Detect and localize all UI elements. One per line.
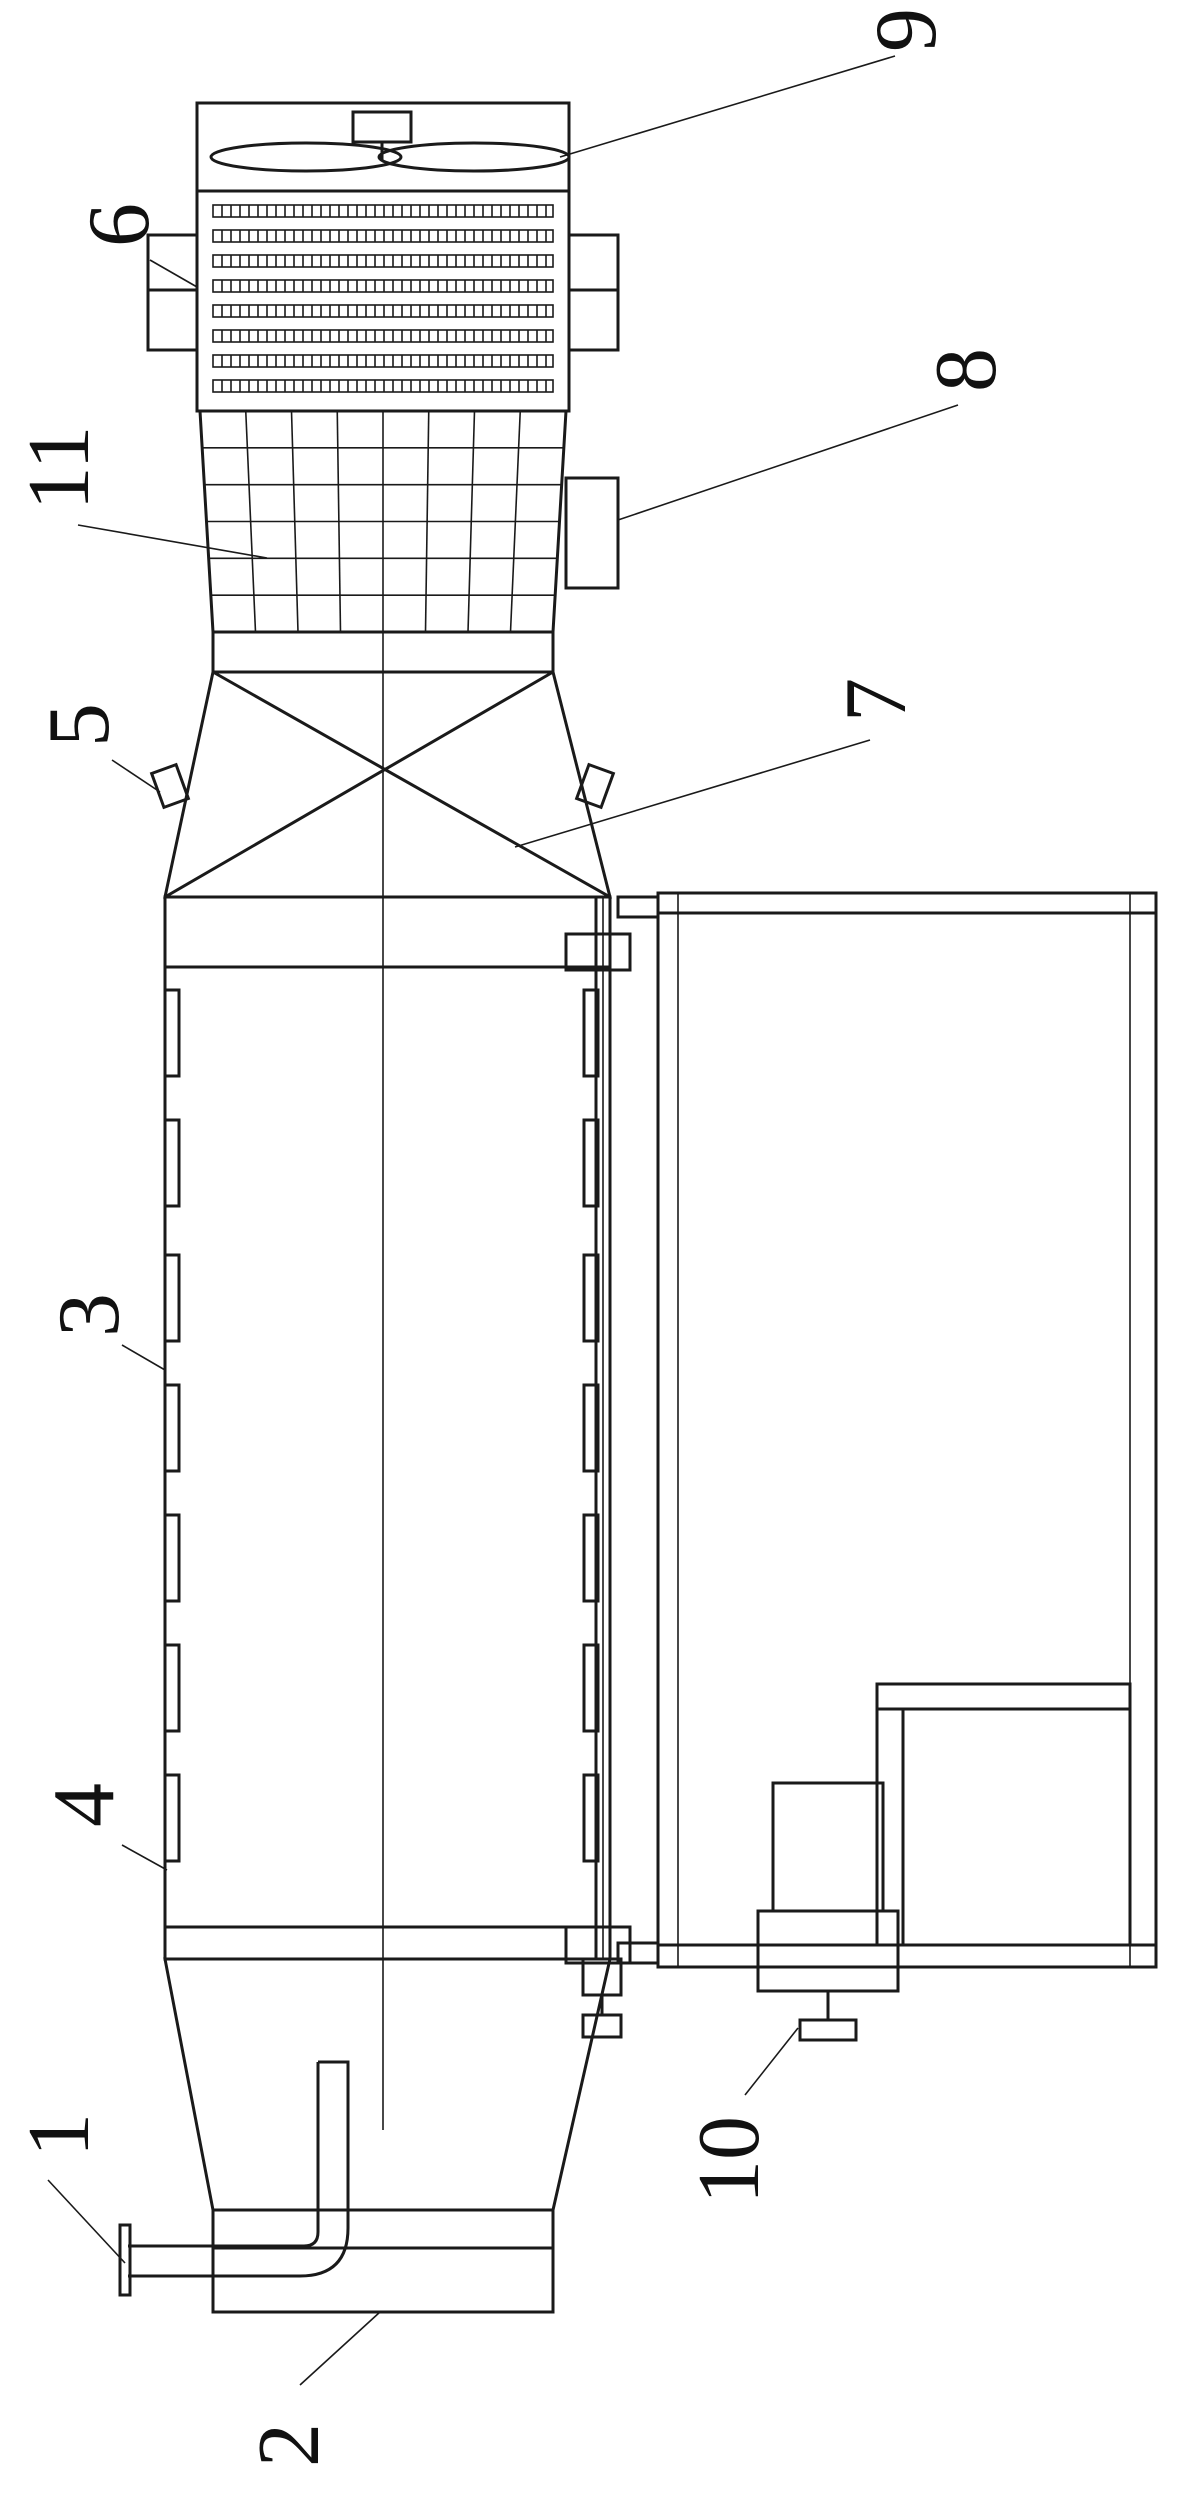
label-11: 11	[11, 426, 108, 511]
leader-6	[149, 259, 198, 288]
label-9: 9	[858, 8, 955, 52]
leader-1	[47, 2179, 126, 2264]
label-2: 2	[241, 2423, 338, 2467]
main-body	[163, 895, 632, 2130]
side-plate	[163, 1773, 181, 1863]
label-1: 1	[11, 2113, 108, 2157]
inlet-pipe	[118, 2060, 350, 2297]
cooler-fin-row	[212, 229, 554, 243]
side-plate	[582, 1383, 600, 1473]
leader-4	[121, 1844, 168, 1871]
cooler-fin-row	[212, 304, 554, 318]
side-plate	[582, 1513, 600, 1603]
filter-screen	[198, 409, 620, 634]
leader-2	[299, 2311, 381, 2386]
cooler-module	[146, 189, 620, 413]
label-3: 3	[41, 1293, 138, 1337]
leader-lines	[47, 55, 959, 2386]
side-plate	[582, 1773, 600, 1863]
side-plate	[582, 1643, 600, 1733]
leader-8	[617, 404, 959, 521]
cooler-fin-row	[212, 329, 554, 343]
cooler-fin-row	[212, 254, 554, 268]
transition-cone	[149, 630, 616, 899]
inlet-box	[211, 2246, 555, 2314]
side-plate	[163, 1253, 181, 1343]
leader-11	[77, 524, 268, 559]
side-plate	[163, 988, 181, 1078]
label-6: 6	[71, 203, 168, 247]
label-10: 10	[681, 2116, 778, 2204]
label-7: 7	[828, 678, 925, 722]
fan-housing	[195, 101, 571, 193]
side-plate	[582, 1118, 600, 1208]
label-8: 8	[918, 348, 1015, 392]
number-labels: 1 2 3 4 5 6 7 8 9 10 11	[11, 8, 1015, 2467]
inlet-cone	[163, 1957, 612, 2250]
leader-5	[111, 759, 161, 793]
leader-10	[744, 2027, 799, 2096]
cooler-fin-row	[212, 204, 554, 218]
side-plate	[582, 988, 600, 1078]
side-plate	[163, 1643, 181, 1733]
leader-3	[121, 1344, 166, 1371]
cooler-fin-row	[212, 379, 554, 393]
support-frame	[616, 891, 1158, 1969]
label-4: 4	[36, 1783, 133, 1827]
side-plate	[163, 1118, 181, 1208]
leader-7	[514, 739, 871, 848]
leader-9	[559, 55, 896, 158]
cooler-fin-row	[212, 354, 554, 368]
cooler-fin-row	[212, 279, 554, 293]
side-plate	[163, 1513, 181, 1603]
label-5: 5	[31, 703, 128, 747]
drive-flange	[581, 1781, 900, 2042]
side-plate	[582, 1253, 600, 1343]
side-plate	[163, 1383, 181, 1473]
